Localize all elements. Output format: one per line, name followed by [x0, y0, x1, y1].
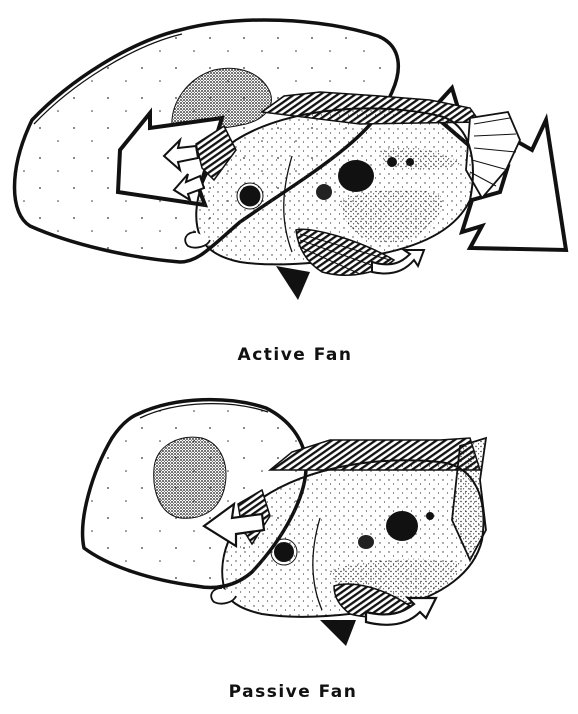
active-fan-caption: Active Fan [6, 345, 578, 365]
active-fish-eye [240, 186, 260, 206]
passive-fish-eye [274, 542, 294, 562]
passive-egg-mass [154, 437, 226, 518]
passive-fan-caption: Passive Fan [4, 682, 578, 702]
passive-fan-illustration [83, 400, 486, 646]
active-fan-illustration [15, 20, 567, 300]
